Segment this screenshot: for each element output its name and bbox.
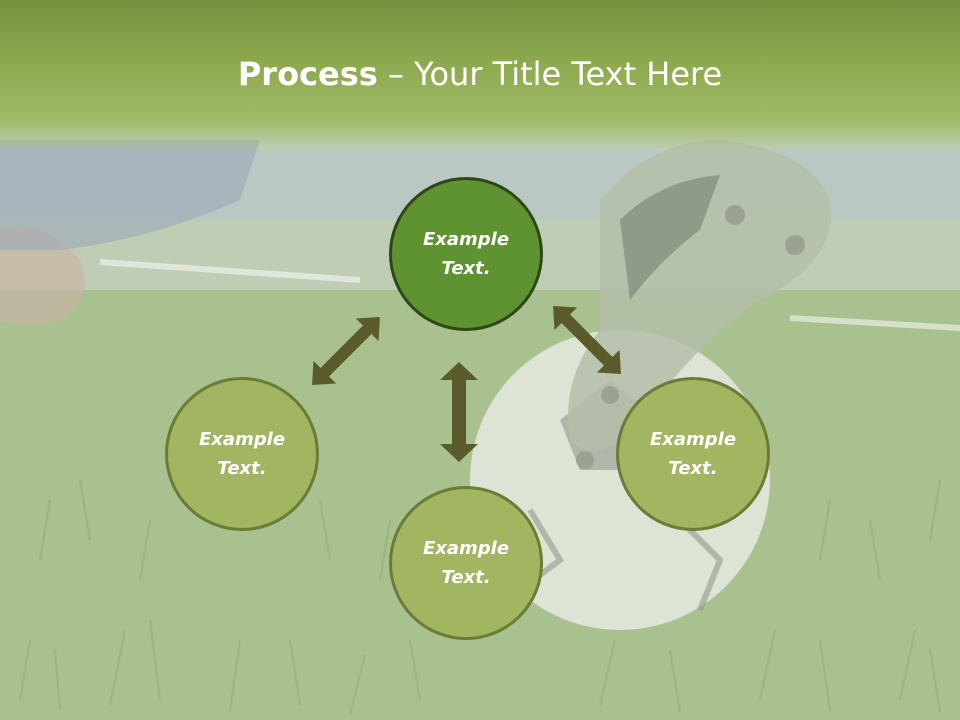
title-rest: – Your Title Text Here: [377, 55, 723, 93]
arrow-top-left-icon: [312, 317, 380, 385]
circle-text-line2: Text.: [441, 567, 491, 588]
arrow-top-right-icon: [553, 306, 621, 374]
title-bar: Process – Your Title Text Here: [0, 0, 960, 150]
circle-text-line1: Example: [649, 429, 737, 450]
circle-text-line1: Example: [422, 229, 510, 250]
circle-text-line2: Text.: [668, 458, 718, 479]
title-bold: Process: [237, 55, 378, 93]
slide-title: Process – Your Title Text Here: [0, 52, 960, 96]
circle-text-line2: Text.: [441, 258, 491, 279]
arrow-vertical-icon: [440, 362, 478, 462]
circle-text-line1: Example: [422, 538, 510, 559]
circle-text-line2: Text.: [217, 458, 267, 479]
circle-text-line1: Example: [198, 429, 286, 450]
